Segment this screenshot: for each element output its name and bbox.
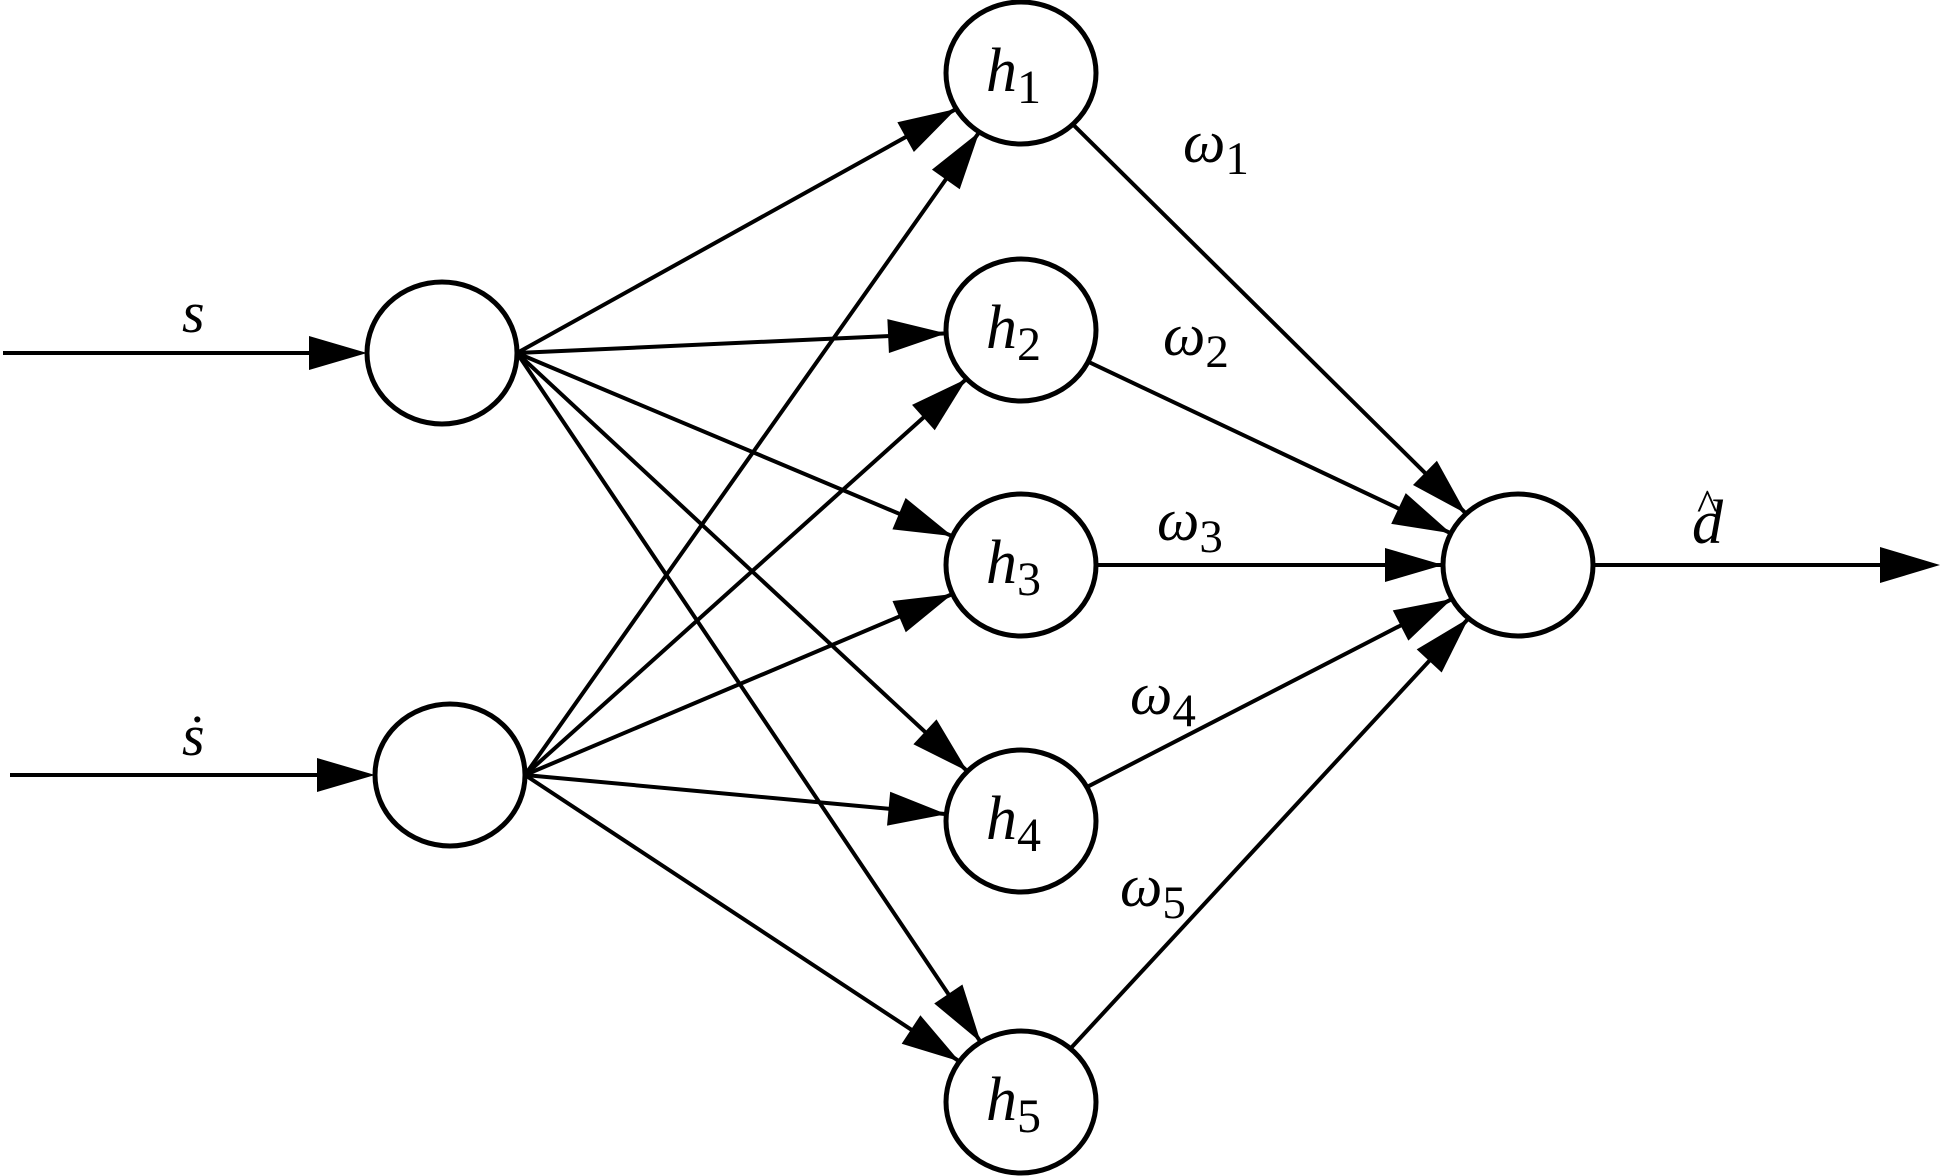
arrow-h2-output bbox=[1391, 493, 1451, 534]
arrow-h5-output bbox=[1416, 618, 1469, 673]
arrow-input1-h3 bbox=[892, 498, 953, 537]
output-arrow bbox=[1880, 547, 1940, 583]
edge-h4-output bbox=[1085, 597, 1454, 789]
weight-label-5: ω5 bbox=[1120, 853, 1186, 929]
arrow-h3-output bbox=[1385, 548, 1443, 582]
input-node-1 bbox=[364, 279, 520, 427]
edge-input2-h5 bbox=[523, 773, 961, 1064]
edge-input1-h3 bbox=[516, 351, 954, 539]
hidden-node-2 bbox=[943, 256, 1099, 404]
weight-label-1: ω1 bbox=[1183, 109, 1249, 185]
edge-input1-h4 bbox=[515, 351, 969, 773]
arrow-h1-output bbox=[1412, 460, 1467, 514]
arrow-input1-h4 bbox=[913, 719, 968, 772]
hidden-node-5 bbox=[943, 1028, 1099, 1176]
labels: s ṡ h1 h2 h3 h4 h5 ω1 ω2 ω3 ω4 ω5 d^ bbox=[182, 37, 1724, 1143]
output-node bbox=[1440, 491, 1596, 639]
hidden-label-5: h5 bbox=[986, 1066, 1041, 1143]
edge-input2-h2 bbox=[523, 377, 968, 777]
input-label-1: s bbox=[182, 280, 205, 345]
edge-h2-output bbox=[1087, 359, 1452, 536]
arrow-input2-h1 bbox=[931, 132, 980, 190]
edge-input2-h4 bbox=[524, 773, 947, 817]
arrow-input1-h1 bbox=[897, 108, 957, 152]
input-arrow-2 bbox=[317, 758, 375, 792]
arrow-input1-h2 bbox=[887, 319, 947, 354]
arrow-h4-output bbox=[1392, 598, 1453, 641]
output-hat-accent: ^ bbox=[1697, 481, 1718, 530]
edge-input2-h1 bbox=[523, 130, 981, 777]
input-label-2: ṡ bbox=[182, 703, 205, 768]
arrow-input1-h5 bbox=[934, 984, 981, 1043]
edge-h5-output bbox=[1068, 617, 1471, 1050]
arrow-input2-h4 bbox=[887, 791, 947, 826]
hidden-label-4: h4 bbox=[986, 785, 1041, 862]
hidden-node-1 bbox=[943, 0, 1099, 147]
weight-label-2: ω2 bbox=[1163, 302, 1229, 378]
edge-input1-h1 bbox=[516, 107, 958, 355]
hidden-node-4 bbox=[943, 747, 1099, 895]
arrow-input2-h5 bbox=[901, 1015, 960, 1062]
hidden-label-1: h1 bbox=[986, 37, 1041, 114]
weight-label-3: ω3 bbox=[1157, 487, 1223, 563]
hidden-label-2: h2 bbox=[986, 294, 1041, 371]
hidden-label-3: h3 bbox=[986, 529, 1041, 606]
edge-input2-h3 bbox=[524, 592, 954, 777]
nodes bbox=[364, 0, 1596, 1176]
output-label: d bbox=[1692, 489, 1724, 557]
edge-h1-output bbox=[1071, 122, 1468, 516]
edge-input1-h2 bbox=[516, 331, 947, 355]
edges bbox=[3, 107, 1940, 1064]
weight-label-4: ω4 bbox=[1130, 661, 1196, 737]
arrow-input2-h3 bbox=[892, 593, 953, 633]
edge-input1-h5 bbox=[515, 351, 983, 1044]
hidden-node-3 bbox=[943, 491, 1099, 639]
input-node-2 bbox=[372, 701, 528, 849]
arrow-input2-h2 bbox=[912, 378, 967, 431]
input-arrow-1 bbox=[309, 336, 367, 370]
